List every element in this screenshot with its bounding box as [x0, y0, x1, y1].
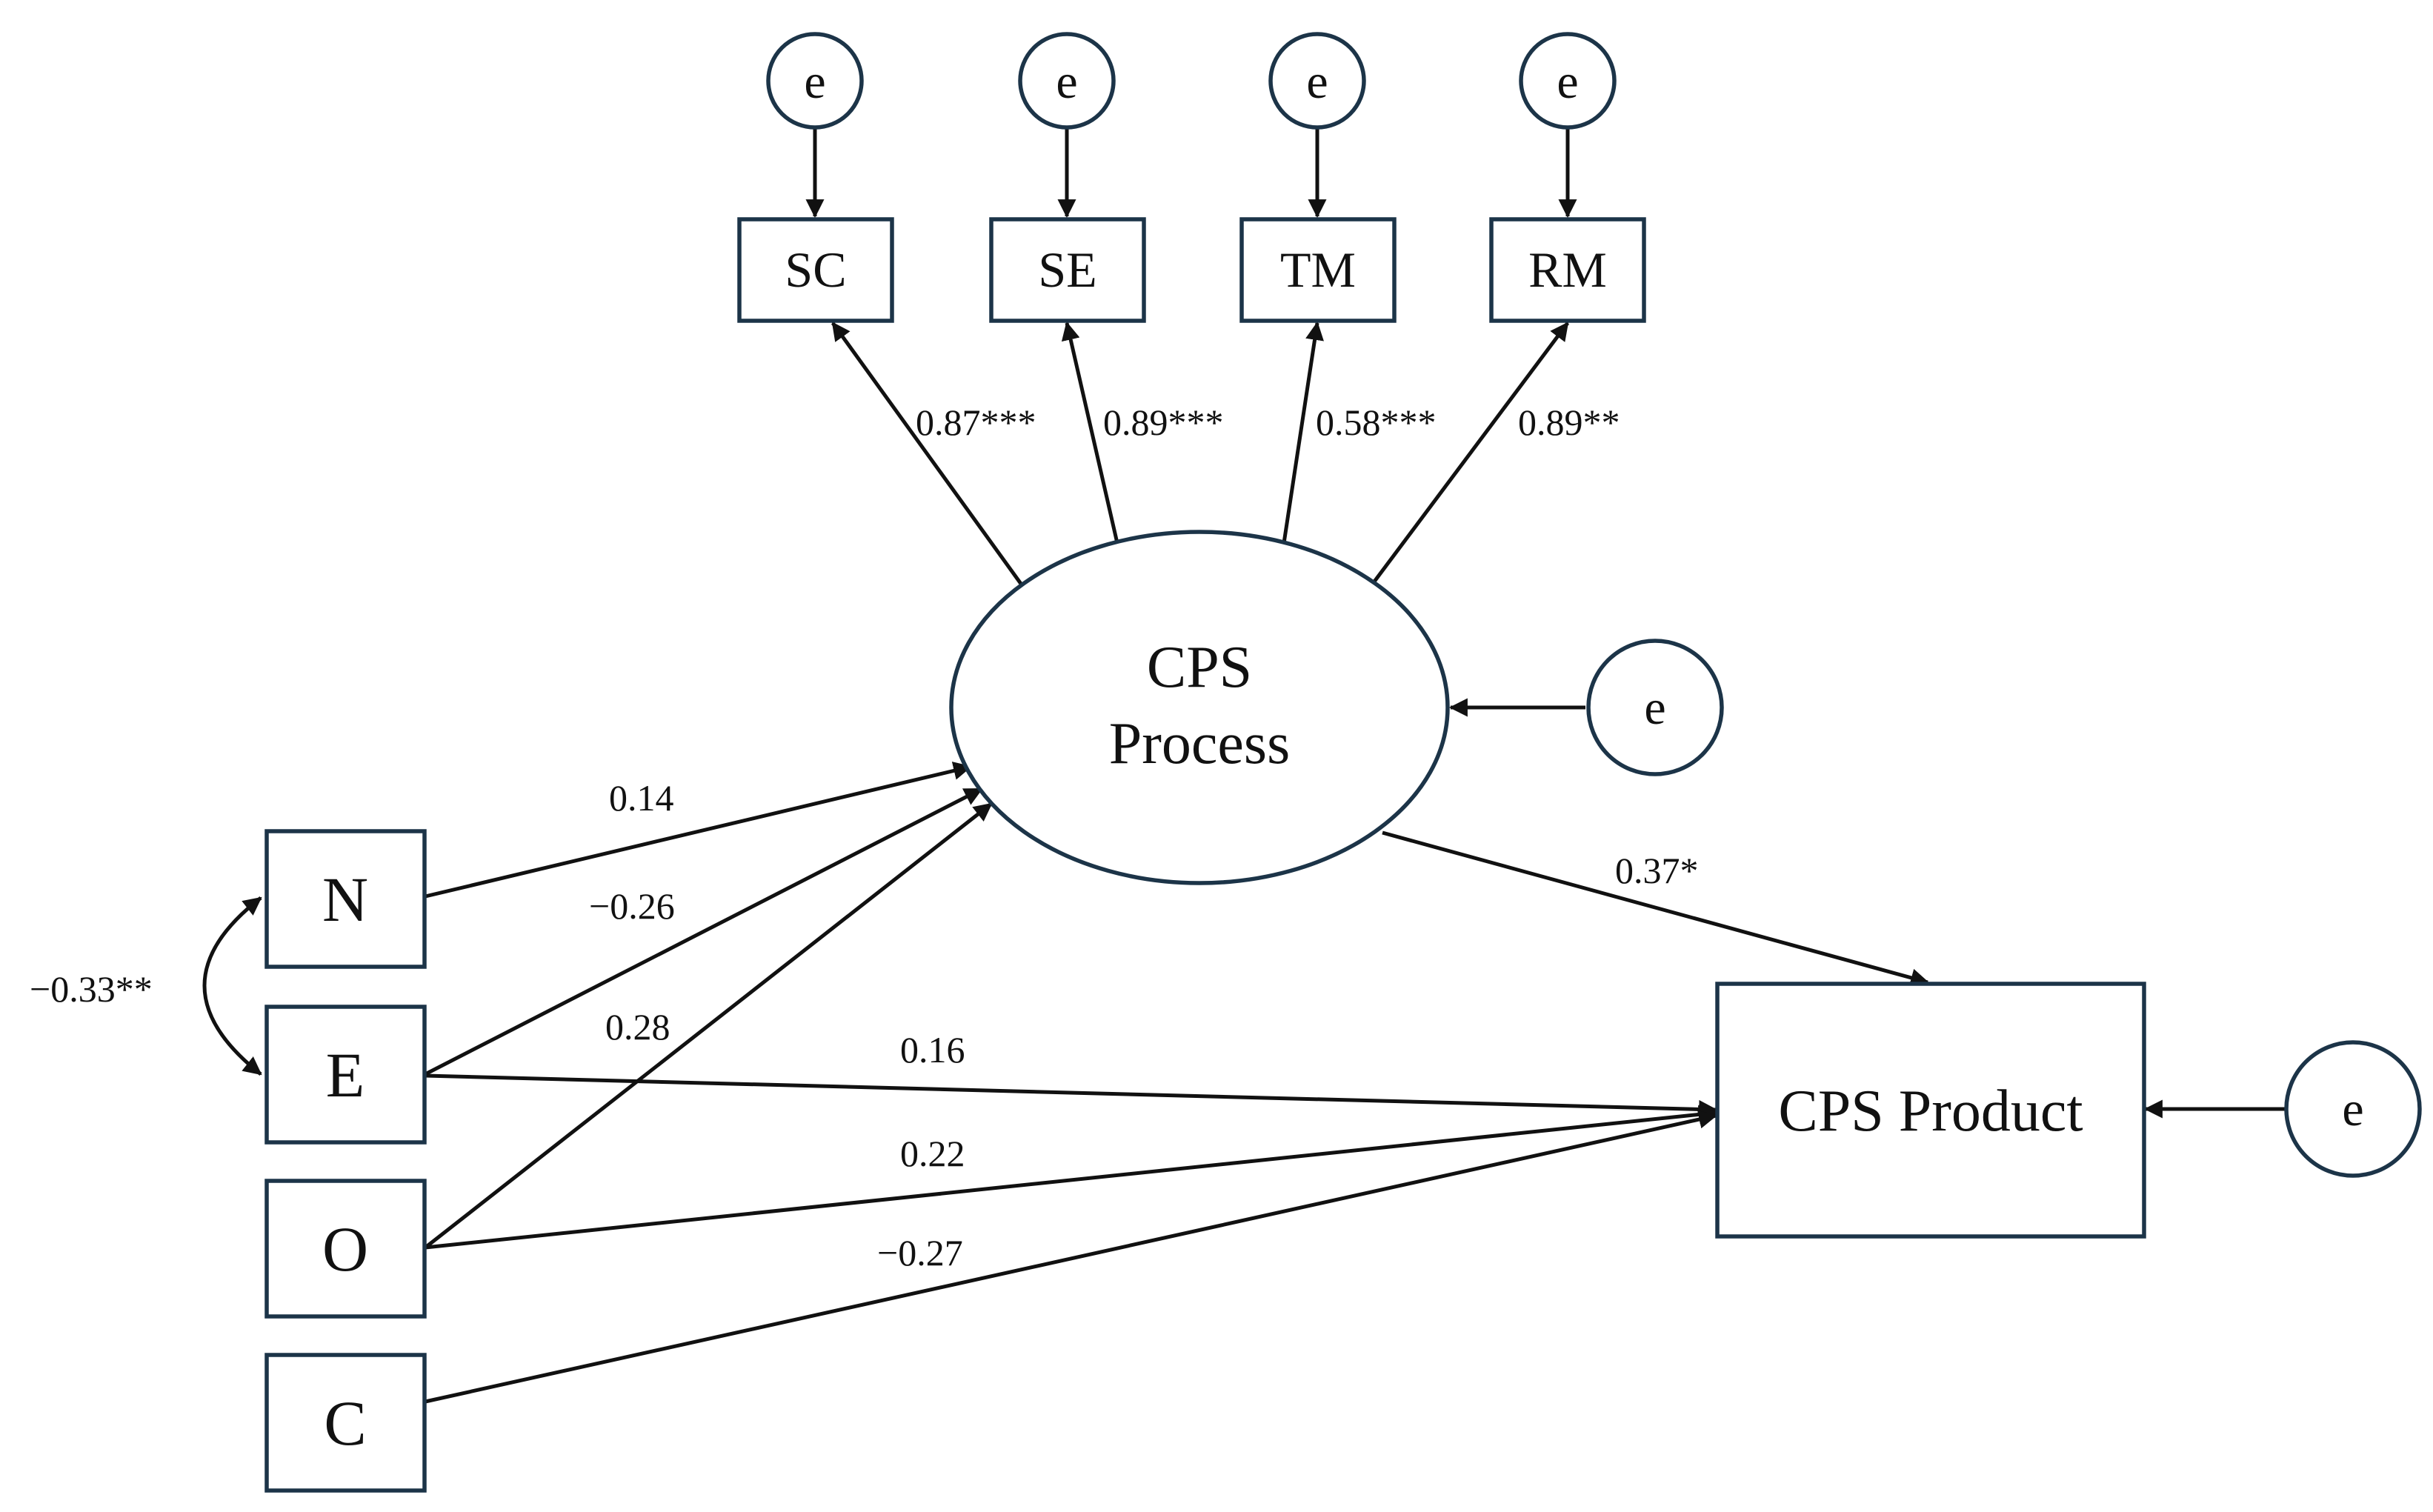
- error-label-tm: e: [1306, 55, 1328, 109]
- path-label-process-product: 0.37*: [1615, 850, 1699, 891]
- loading-label-tm: 0.58***: [1316, 402, 1437, 443]
- edge-c-product: [425, 1110, 1718, 1404]
- edge-process-product: [1382, 830, 1930, 987]
- cps-process-label-line2: Process: [1109, 711, 1290, 776]
- predictor-label-e: E: [326, 1039, 365, 1110]
- error-circle-sc: [766, 32, 864, 130]
- predictor-label-o: O: [322, 1213, 368, 1285]
- error-circle-product: [2284, 1040, 2422, 1178]
- edge-n-process: [425, 762, 973, 899]
- loading-label-se: 0.89***: [1103, 402, 1224, 443]
- path-label-e-product: 0.16: [900, 1029, 965, 1070]
- indicator-label-rm: RM: [1528, 242, 1607, 298]
- predictor-box-c: [264, 1353, 427, 1493]
- edge-process-sc: [831, 322, 1023, 585]
- indicator-label-se: SE: [1038, 242, 1096, 298]
- indicator-box-tm: [1239, 217, 1397, 323]
- path-label-e-process: −0.26: [589, 885, 675, 927]
- error-label-sc: e: [804, 55, 825, 109]
- error-circle-rm: [1519, 32, 1617, 130]
- cps-process-label-line1: CPS: [1147, 635, 1252, 700]
- edge-e-predictor-process: [424, 787, 983, 1076]
- path-label-o-product: 0.22: [900, 1133, 965, 1174]
- predictor-box-o: [264, 1179, 427, 1319]
- indicator-box-rm: [1489, 217, 1646, 323]
- error-circle-process: [1586, 639, 1724, 776]
- error-circle-tm: [1268, 32, 1366, 130]
- cps-product-box: [1715, 982, 2146, 1239]
- path-label-n-process: 0.14: [609, 777, 674, 819]
- edge-e-predictor-product: [425, 1073, 1718, 1119]
- edge-o-product: [425, 1105, 1718, 1250]
- cps-process-ellipse: [949, 530, 1450, 885]
- path-label-o-process: 0.28: [605, 1006, 670, 1048]
- covariance-n-e: [202, 896, 262, 1076]
- indicator-label-tm: TM: [1280, 242, 1356, 298]
- error-label-se: e: [1056, 55, 1077, 109]
- predictor-box-n: [264, 829, 427, 969]
- loading-label-rm: 0.89**: [1518, 402, 1620, 443]
- path-label-c-product: −0.27: [877, 1232, 963, 1273]
- indicator-box-se: [989, 217, 1146, 323]
- edge-o-process: [424, 802, 993, 1249]
- predictor-box-e: [264, 1005, 427, 1145]
- cps-product-label: CPS Product: [1778, 1079, 2083, 1144]
- covariance-label-n-e: −0.33**: [30, 968, 153, 1010]
- error-circle-se: [1018, 32, 1116, 130]
- error-label-process: e: [1644, 681, 1665, 735]
- edge-process-rm: [1372, 322, 1570, 583]
- error-label-rm: e: [1557, 55, 1578, 109]
- edge-process-tm: [1282, 321, 1324, 544]
- predictor-label-c: C: [324, 1388, 366, 1459]
- loading-label-sc: 0.87***: [916, 402, 1036, 443]
- error-label-product: e: [2342, 1082, 2363, 1136]
- predictor-label-n: N: [322, 864, 368, 935]
- edge-process-se: [1061, 321, 1119, 544]
- indicator-label-sc: SC: [785, 242, 846, 298]
- indicator-box-sc: [737, 217, 894, 323]
